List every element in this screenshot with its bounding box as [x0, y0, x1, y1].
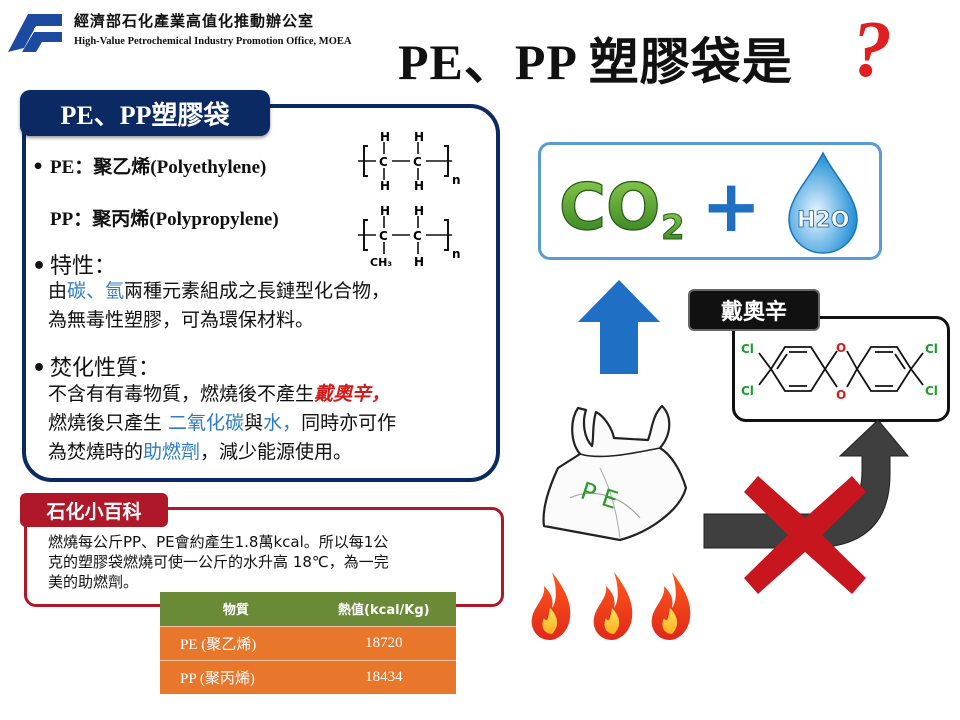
- water-drop-icon: [788, 151, 858, 254]
- question-mark: ?: [852, 6, 892, 94]
- bullet: •: [32, 254, 47, 279]
- org-name-chinese: 經濟部石化產業高值化推動辦公室: [74, 12, 315, 30]
- pp-definition: PP：聚丙烯(Polypropylene): [50, 204, 279, 231]
- dioxin-label: 戴奧辛: [688, 289, 820, 331]
- atom-h: H: [414, 130, 424, 144]
- flame-icon-group: [531, 572, 691, 640]
- water-highlight: 水，: [263, 412, 302, 434]
- info-card-title: PE、PP塑膠袋: [20, 90, 270, 136]
- trivia-title: 石化小百科: [20, 493, 168, 527]
- atom-c: C: [379, 155, 388, 169]
- atom-h: H: [414, 204, 424, 218]
- trivia-line: 克的塑膠袋燃燒可使一公斤的水升高 18℃，為一完: [48, 553, 389, 571]
- plus-sign: +: [701, 164, 761, 248]
- properties-heading-text: 特性：: [50, 254, 117, 279]
- text-span: 同時亦可作: [301, 412, 397, 434]
- moea-logo-icon: [8, 14, 62, 52]
- oxygen-atom: O: [836, 341, 846, 355]
- organization-name: 經濟部石化產業高值化推動辦公室 High-Value Petrochemical…: [74, 10, 351, 47]
- h2o-text: H2O: [797, 208, 849, 233]
- atom-h: H: [380, 204, 390, 218]
- text-span: 與: [244, 412, 264, 434]
- table-header-row: 物質 熱值(kcal/Kg): [160, 592, 456, 626]
- heat-value-cell: 18720: [311, 625, 456, 660]
- properties-text: 由碳、氫兩種元素組成之長鏈型化合物， 為無毒性塑膠，可為環保材料。: [48, 277, 390, 335]
- chlorine-atom: Cl: [925, 342, 938, 356]
- atom-h: H: [414, 255, 424, 268]
- page-title: PE、PP 塑膠袋是: [398, 34, 793, 90]
- column-header-substance: 物質: [160, 592, 312, 626]
- properties-heading: •特性：: [32, 248, 116, 280]
- atom-h: H: [380, 130, 390, 144]
- table-row: PP (聚丙烯) 18434: [160, 659, 456, 694]
- flame-icon: [593, 572, 633, 640]
- atom-c: C: [379, 229, 388, 243]
- carbon-hydrogen-highlight: 碳、氫: [67, 280, 125, 302]
- info-card: [22, 104, 500, 482]
- text-span: 為焚燒時的: [48, 441, 144, 463]
- atom-c: C: [413, 155, 422, 169]
- incineration-heading-text: 焚化性質：: [50, 356, 161, 381]
- trivia-line: 燃燒每公斤PP、PE會約產生1.8萬kcal。所以每1公: [48, 533, 389, 551]
- heat-value-table: 物質 熱值(kcal/Kg) PE (聚乙烯) 18720 PP (聚丙烯) 1…: [160, 592, 456, 694]
- combustion-aid-highlight: 助燃劑: [143, 441, 201, 463]
- cross-icon: [744, 476, 866, 594]
- pp-structure-formula: H H C C CH₃ H n: [358, 204, 461, 268]
- bullet: •: [32, 156, 45, 178]
- pe-label: PE：: [50, 157, 94, 178]
- substance-cell: PP (聚丙烯): [160, 659, 312, 694]
- atom-h: H: [414, 179, 424, 192]
- dioxin-highlight: 戴奧辛，: [314, 383, 391, 405]
- chlorine-atom: Cl: [741, 384, 754, 398]
- oxygen-atom: O: [836, 388, 846, 402]
- up-arrow-icon: [578, 280, 660, 374]
- pp-name: 聚丙烯(Polypropylene): [92, 209, 279, 230]
- properties-line-2: 為無毒性塑膠，可為環保材料。: [48, 309, 315, 331]
- flame-icon: [531, 572, 571, 640]
- combustion-products-box: CO 2 + H2O: [538, 142, 882, 260]
- heat-value-cell: 18434: [311, 659, 456, 694]
- text-span: 燃燒後只產生: [48, 412, 169, 434]
- column-header-heat-value: 熱值(kcal/Kg): [311, 592, 456, 626]
- plastic-bag-icon: P E: [542, 404, 688, 542]
- text-span: 不含有有毒物質，燃燒後不產生: [48, 383, 315, 405]
- co2-text: CO: [559, 171, 660, 245]
- flame-icon: [651, 572, 691, 640]
- dioxin-structure-box: O O Cl Cl Cl Cl: [732, 316, 950, 422]
- incineration-text: 不含有有毒物質，燃燒後不產生戴奧辛， 燃燒後只產生 二氧化碳與水，同時亦可作 為…: [48, 380, 396, 467]
- table-row: PE (聚乙烯) 18720: [160, 625, 456, 660]
- dioxin-structure: O O Cl Cl Cl Cl: [741, 341, 938, 402]
- trivia-text: 燃燒每公斤PP、PE會約產生1.8萬kcal。所以每1公 克的塑膠袋燃燒可使一公…: [48, 532, 488, 592]
- atom-c: C: [413, 229, 422, 243]
- substance-cell: PE (聚乙烯): [160, 625, 312, 660]
- text-span: ，減少能源使用。: [200, 441, 353, 463]
- pe-structure-formula: H H C C H H n: [358, 130, 461, 192]
- repeat-n: n: [452, 247, 461, 261]
- pe-definition: •PE：聚乙烯(Polyethylene): [32, 152, 266, 179]
- chlorine-atom: Cl: [741, 342, 754, 356]
- incineration-heading: •焚化性質：: [32, 350, 160, 382]
- co2-highlight: 二氧化碳: [168, 412, 245, 434]
- text-span: 兩種元素組成之長鏈型化合物，: [124, 280, 391, 302]
- chlorine-atom: Cl: [925, 384, 938, 398]
- org-name-english: High-Value Petrochemical Industry Promot…: [74, 36, 352, 47]
- text-span: 由: [48, 280, 68, 302]
- co2-water-graphic: CO 2 + H2O: [558, 151, 858, 254]
- pp-label: PP：: [50, 209, 93, 230]
- trivia-line: 美的助燃劑。: [48, 573, 139, 591]
- atom-h: H: [380, 179, 390, 192]
- bullet: •: [32, 356, 47, 381]
- pe-name: 聚乙烯(Polyethylene): [93, 157, 267, 178]
- methyl-group: CH₃: [370, 256, 392, 268]
- co2-subscript: 2: [661, 208, 685, 248]
- repeat-n: n: [452, 173, 461, 187]
